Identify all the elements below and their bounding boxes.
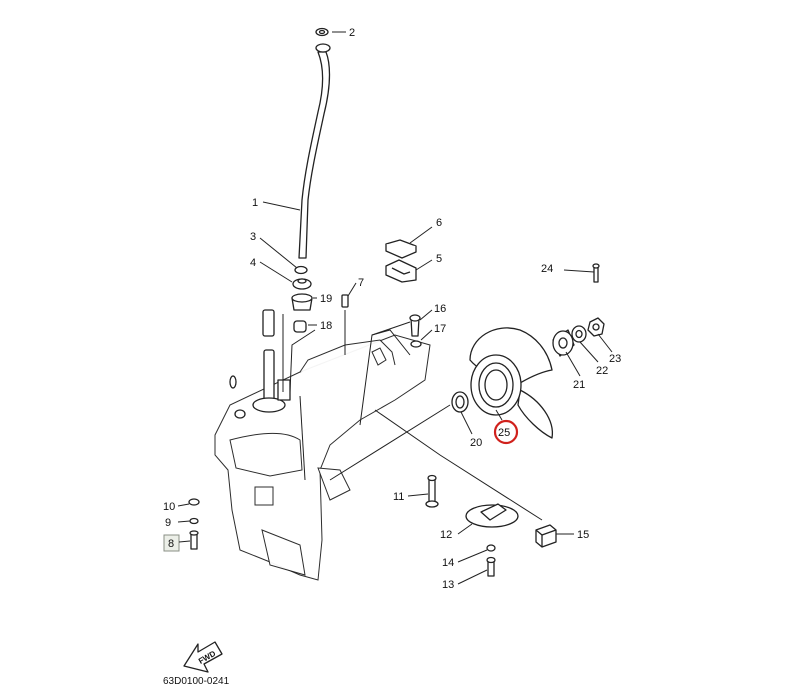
callout-5: 5 xyxy=(436,253,442,265)
callouts: 2 1 3 4 19 18 7 6 5 16 17 24 21 22 23 20 xyxy=(163,27,621,591)
cotter-pin xyxy=(592,263,600,283)
assembly-lines xyxy=(282,310,543,521)
bolt-13 xyxy=(486,544,496,577)
callout-18: 18 xyxy=(320,320,332,332)
callout-25: 25 xyxy=(498,427,510,439)
fwd-arrow: FWD xyxy=(183,641,223,673)
callout-13: 13 xyxy=(442,579,454,591)
drain-screw-parts xyxy=(188,498,200,550)
callout-16: 16 xyxy=(434,303,446,315)
callout-9: 9 xyxy=(165,517,171,529)
lower-unit-housing xyxy=(214,334,431,581)
grommets-and-seals xyxy=(291,265,349,333)
callout-15: 15 xyxy=(577,529,589,541)
shift-rod xyxy=(298,27,331,259)
callout-4: 4 xyxy=(250,257,256,269)
thrust-washer xyxy=(451,391,469,413)
callout-24: 24 xyxy=(541,263,553,275)
callout-25-highlight xyxy=(493,419,519,445)
callout-6: 6 xyxy=(436,217,442,229)
plates-5-6 xyxy=(385,239,417,283)
bolt-16 xyxy=(409,314,422,348)
callout-10: 10 xyxy=(163,501,175,513)
callout-22: 22 xyxy=(596,365,608,377)
spacer-washer-nut xyxy=(552,317,605,357)
trim-tab xyxy=(425,474,519,528)
callout-14: 14 xyxy=(442,557,454,569)
callout-7: 7 xyxy=(358,277,364,289)
callout-8-highlight xyxy=(163,534,180,552)
callout-8: 8 xyxy=(168,538,174,550)
callout-3: 3 xyxy=(250,231,256,243)
callout-1: 1 xyxy=(252,197,258,209)
callout-20: 20 xyxy=(470,437,482,449)
callout-2: 2 xyxy=(349,27,355,39)
callout-17: 17 xyxy=(434,323,446,335)
propeller xyxy=(469,327,554,439)
callout-23: 23 xyxy=(609,353,621,365)
callout-11: 11 xyxy=(393,491,404,503)
drawing-code: 63D0100-0241 xyxy=(163,676,230,687)
callout-19: 19 xyxy=(320,293,332,305)
callout-21: 21 xyxy=(573,379,585,391)
anode-15 xyxy=(535,524,557,548)
callout-12: 12 xyxy=(440,529,452,541)
